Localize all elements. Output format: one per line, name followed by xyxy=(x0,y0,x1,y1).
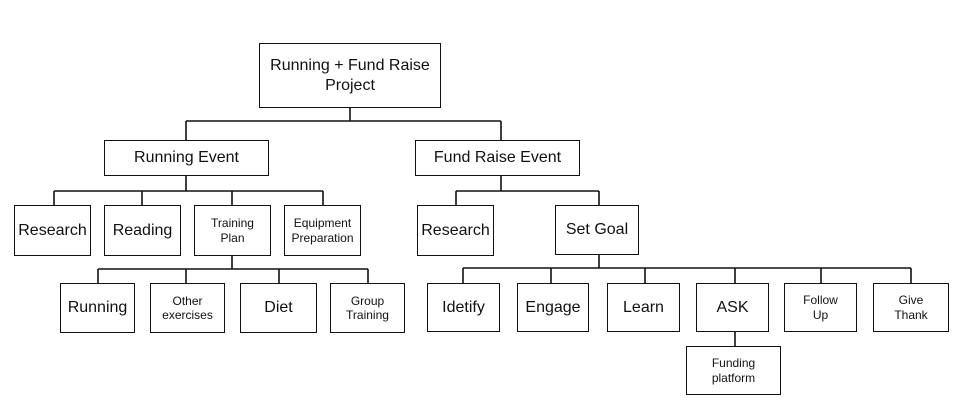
fund-raise-event-node: Fund Raise Event xyxy=(415,140,580,176)
running-node: Running xyxy=(60,283,135,333)
set-goal-node: Set Goal xyxy=(555,205,639,255)
ask-node: ASK xyxy=(696,283,769,332)
connector-running-event xyxy=(53,176,324,205)
equipment-preparation-node: Equipment Preparation xyxy=(284,205,361,256)
connector-root xyxy=(185,108,502,140)
diet-node: Diet xyxy=(240,283,317,333)
other-exercises-node: Other exercises xyxy=(150,283,225,333)
fund-research-node: Research xyxy=(417,205,494,256)
give-thank-node: Give Thank xyxy=(873,283,949,332)
running-event-node: Running Event xyxy=(104,140,269,176)
connector-fund-raise-event xyxy=(455,176,600,205)
reading-node: Reading xyxy=(104,205,181,256)
funding-platform-node: Funding platform xyxy=(686,346,781,395)
root-node: Running + Fund Raise Project xyxy=(259,43,441,108)
training-plan-node: Training Plan xyxy=(194,205,271,256)
learn-node: Learn xyxy=(607,283,680,332)
group-training-node: Group Training xyxy=(330,283,405,333)
research-node: Research xyxy=(14,205,91,256)
identify-node: Idetify xyxy=(427,283,500,332)
connector-training-plan xyxy=(97,256,369,283)
follow-up-node: Follow Up xyxy=(784,283,857,332)
connector-set-goal xyxy=(462,255,912,283)
engage-node: Engage xyxy=(517,283,589,332)
